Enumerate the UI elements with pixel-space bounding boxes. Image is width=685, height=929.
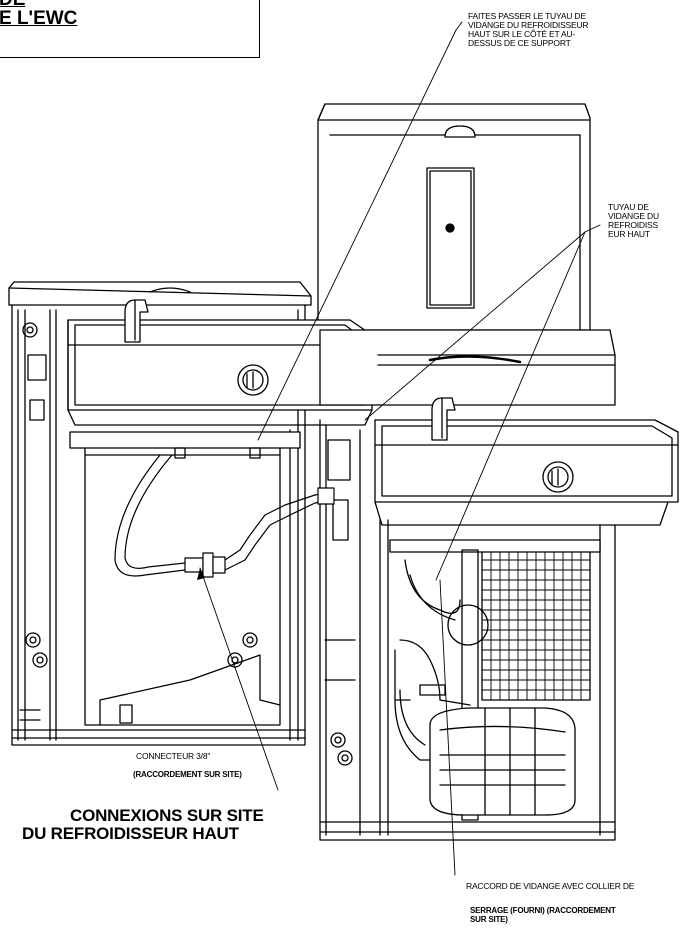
- callout-drain-tube-line-3: REFROIDISS: [608, 220, 658, 230]
- site-connections-line-2: DU REFROIDISSEUR HAUT: [22, 824, 239, 843]
- right-cabinet: [319, 329, 616, 841]
- bottle-filler-tower: [317, 103, 591, 331]
- title-line-1: DE: [0, 0, 25, 9]
- callout-route-drain-line-4: DESSUS DE CE SUPPORT: [468, 38, 571, 48]
- water-tubing: [114, 454, 335, 578]
- callout-route-drain: FAITES PASSER LE TUYAU DE VIDANGE DU REF…: [468, 11, 589, 48]
- callout-drain-tube: TUYAU DE VIDANGE DU REFROIDISS EUR HAUT: [608, 203, 659, 239]
- callout-connector: CONNECTEUR 3/8": [136, 751, 211, 761]
- callout-route-drain-line-2: VIDANGE DU REFROIDISSEUR: [468, 20, 589, 30]
- callout-drain-tube-line-1: TUYAU DE: [608, 202, 649, 212]
- site-connections-line-1: CONNEXIONS SUR SITE: [70, 806, 264, 825]
- callout-connector-note: (RACCORDEMENT SUR SITE): [133, 770, 242, 779]
- callout-drain-tube-line-2: VIDANGE DU: [608, 211, 659, 221]
- leader-arrows: [197, 568, 205, 580]
- callout-drain-tube-line-4: EUR HAUT: [608, 229, 650, 239]
- leader-lines: [199, 21, 601, 876]
- condenser-coil: [389, 539, 601, 821]
- title-line-2: E L'EWC: [0, 8, 78, 29]
- callout-route-drain-line-1: FAITES PASSER LE TUYAU DE: [468, 11, 586, 21]
- callout-drain-fitting-line-3: SUR SITE): [470, 915, 508, 924]
- callout-drain-fitting: RACCORD DE VIDANGE AVEC COLLIER DE: [466, 881, 635, 891]
- compressor: [394, 559, 576, 816]
- left-cabinet: [8, 281, 312, 746]
- title-box: DE E L'EWC: [0, 0, 260, 58]
- callout-drain-fitting-line-2: SERRAGE (FOURNI) (RACCORDEMENT: [470, 906, 616, 915]
- right-basin: [374, 397, 679, 526]
- callout-route-drain-line-3: HAUT SUR LE CÔTÉ ET AU-: [468, 29, 576, 39]
